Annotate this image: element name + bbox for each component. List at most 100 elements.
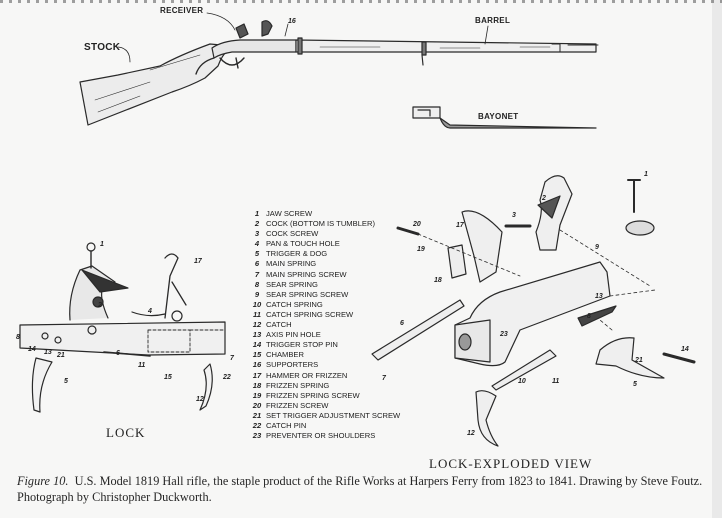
figure-caption: Figure 10. U.S. Model 1819 Hall rifle, t… (17, 474, 707, 505)
rifle-drawing (79, 20, 599, 126)
lock-callout: 21 (57, 352, 65, 359)
exploded-callout: 13 (595, 293, 603, 300)
lock-trigger (31, 357, 53, 413)
exploded-view-title: LOCK-EXPLODED VIEW (429, 456, 593, 471)
exploded-callout: 7 (382, 375, 386, 382)
exploded-callout: 2 (542, 195, 546, 202)
exploded-callout: 21 (635, 357, 643, 364)
exploded-jaw (625, 220, 655, 236)
lock-callout: 1 (100, 241, 104, 248)
exploded-callout: 19 (417, 246, 425, 253)
exploded-cock-jaw (537, 195, 561, 219)
lock-callout: 11 (138, 362, 146, 369)
exploded-drawing (371, 175, 696, 447)
lock-axis-pin (171, 310, 183, 322)
receiver-label: RECEIVER (160, 6, 204, 15)
lock-callout: 6 (116, 350, 120, 357)
rifle-barrel-grain (319, 46, 551, 49)
lock-callout: 4 (148, 308, 152, 315)
rifle-barrel (295, 39, 597, 53)
exploded-dash-lines (417, 229, 656, 331)
rifle-stock-grain (94, 54, 201, 113)
lock-callout: 13 (44, 349, 52, 356)
top-border (0, 0, 722, 3)
lock-title: LOCK (106, 425, 146, 440)
exploded-callout: 6 (400, 320, 404, 327)
lock-frizzen (164, 253, 187, 319)
exploded-chamber (454, 319, 491, 363)
bayonet-label: BAYONET (478, 112, 519, 121)
lock-callout: 5 (64, 378, 68, 385)
rifle-receiver (211, 39, 297, 59)
bayonet-drawing (412, 106, 597, 129)
exploded-callout: 3 (512, 212, 516, 219)
rifle-muzzle (551, 43, 599, 53)
exploded-callout: 11 (552, 378, 560, 385)
exploded-body (454, 261, 611, 367)
page-edge (712, 0, 722, 518)
lock-chamber-dashed (147, 329, 226, 353)
caption-text: U.S. Model 1819 Hall rifle, the staple p… (17, 474, 703, 504)
lock-callout: 8 (16, 334, 20, 341)
figure-label: Figure 10. (17, 474, 69, 488)
exploded-callout: 12 (467, 430, 475, 437)
exploded-callout: 10 (518, 378, 526, 385)
exploded-callout: 14 (681, 346, 689, 353)
lock-callout: 2 (98, 302, 102, 309)
lock-catch (199, 363, 213, 411)
barrel-label: BARREL (475, 16, 511, 25)
exploded-callout: 17 (456, 222, 464, 229)
exploded-catch (475, 390, 499, 447)
exploded-trigger (595, 337, 665, 379)
exploded-frizzen (461, 210, 503, 283)
barrel-leader (484, 25, 489, 45)
stock-label: STOCK (84, 42, 121, 53)
rifle-hammer (235, 20, 273, 39)
exploded-pin (662, 352, 696, 364)
exploded-jaw-screw (627, 179, 641, 213)
lock-cock-jaw (81, 269, 129, 293)
bayonet-socket (412, 106, 441, 119)
exploded-callout: 20 (413, 221, 421, 228)
lock-callout: 12 (196, 396, 204, 403)
exploded-callout: 18 (434, 277, 442, 284)
rifle-stock (79, 43, 233, 126)
callout-16-leader (284, 23, 289, 37)
rifle-barrel-band (297, 37, 427, 66)
exploded-frizzen-spring (447, 244, 467, 279)
lock-callout: 15 (164, 374, 172, 381)
exploded-callout: 23 (500, 331, 508, 338)
callout-16: 16 (288, 18, 296, 25)
stock-leader (117, 46, 131, 63)
lock-callout: 17 (194, 258, 202, 265)
exploded-catch-spring (491, 349, 557, 391)
exploded-callout: 1 (644, 171, 648, 178)
lock-drawing (19, 242, 226, 413)
lock-pan (131, 311, 166, 317)
lock-jaw-screw (86, 242, 96, 252)
exploded-callout: 5 (633, 381, 637, 388)
exploded-callout: 9 (595, 244, 599, 251)
